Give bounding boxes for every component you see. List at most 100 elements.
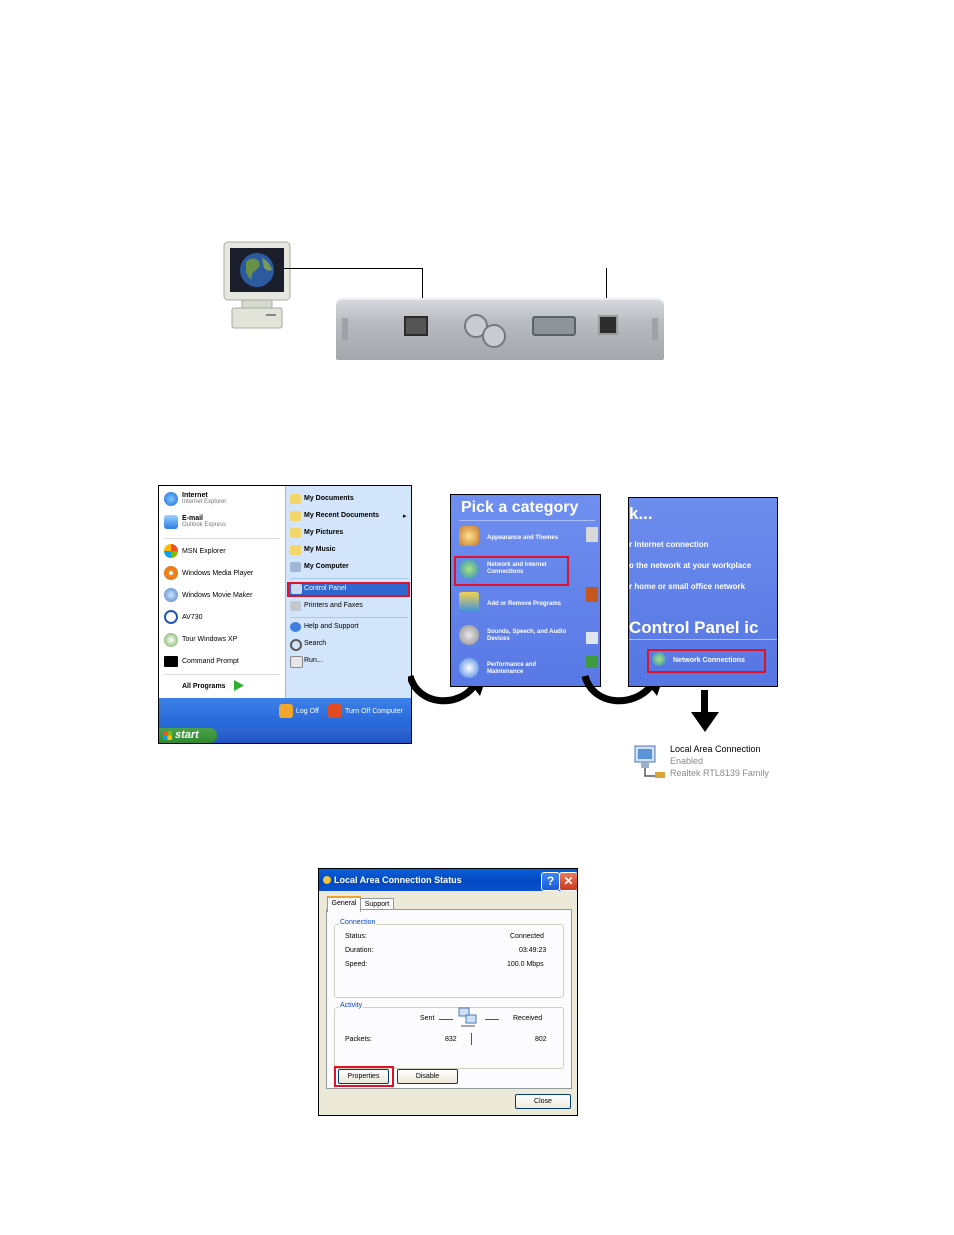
category-add-remove[interactable]: Add or Remove Programs bbox=[487, 601, 562, 607]
network-task-1[interactable]: r Internet connection bbox=[629, 540, 709, 549]
received-line bbox=[485, 1019, 499, 1020]
connection-icon bbox=[323, 876, 331, 884]
lan-adapter: Realtek RTL8139 Family bbox=[670, 768, 769, 778]
power-cable-vertical bbox=[606, 268, 607, 312]
speed-value: 100.0 Mbps bbox=[507, 961, 544, 968]
start-item-my-documents[interactable]: My Documents bbox=[304, 495, 354, 502]
start-item-run[interactable]: Run... bbox=[304, 657, 323, 664]
start-button[interactable]: start bbox=[159, 728, 217, 743]
sounds-icon bbox=[459, 625, 479, 645]
search-icon bbox=[290, 639, 302, 651]
dialog-title: Local Area Connection Status bbox=[334, 875, 462, 885]
computer-icon bbox=[223, 241, 291, 329]
start-item-recent-documents[interactable]: My Recent Documents bbox=[304, 512, 380, 519]
start-item-printers[interactable]: Printers and Faxes bbox=[304, 602, 363, 609]
category-appearance[interactable]: Appearance and Themes bbox=[487, 535, 559, 541]
help-button[interactable]: ? bbox=[541, 872, 560, 891]
all-programs-button[interactable]: All Programs bbox=[182, 683, 226, 690]
start-label: start bbox=[175, 729, 199, 741]
windows-flag-icon bbox=[163, 731, 172, 740]
local-area-connection-item[interactable]: Local Area Connection Enabled Realtek RT… bbox=[633, 738, 778, 783]
start-item-media-player[interactable]: Windows Media Player bbox=[182, 570, 254, 577]
network-connections-link[interactable]: Network Connections bbox=[673, 657, 745, 664]
performance-icon bbox=[459, 658, 479, 678]
activity-separator bbox=[471, 1033, 472, 1045]
packets-label: Packets: bbox=[345, 1036, 372, 1043]
connection-status-dialog: Local Area Connection Status ? ✕ General… bbox=[318, 868, 578, 1116]
connection-group-label: Connection bbox=[339, 919, 377, 926]
network-header: k... bbox=[629, 504, 653, 523]
start-item-search[interactable]: Search bbox=[304, 640, 327, 647]
bnc-connector-2 bbox=[482, 324, 506, 348]
sent-label: Sent bbox=[420, 1015, 435, 1022]
right-edge-icons bbox=[586, 527, 598, 677]
power-jack bbox=[598, 315, 618, 335]
log-off-icon bbox=[279, 704, 293, 718]
start-item-movie-maker[interactable]: Windows Movie Maker bbox=[182, 592, 253, 599]
taskbar: start bbox=[159, 728, 411, 743]
network-category-highlight[interactable] bbox=[454, 556, 569, 586]
start-item-my-computer[interactable]: My Computer bbox=[304, 563, 349, 570]
start-item-help[interactable]: Help and Support bbox=[304, 623, 359, 630]
network-divider bbox=[629, 639, 777, 640]
my-music-icon bbox=[290, 545, 301, 555]
network-task-2[interactable]: o the network at your workplace bbox=[629, 561, 752, 570]
av730-icon bbox=[164, 610, 178, 624]
serial-port bbox=[532, 316, 576, 336]
network-connections-highlight[interactable] bbox=[647, 649, 766, 673]
start-item-av730[interactable]: AV730 bbox=[182, 614, 203, 621]
start-item-command-prompt[interactable]: Command Prompt bbox=[182, 658, 239, 665]
log-off-button[interactable]: Log Off bbox=[296, 708, 319, 715]
turn-off-icon bbox=[328, 704, 342, 718]
outlook-express-icon bbox=[164, 515, 178, 529]
appearance-icon bbox=[459, 526, 479, 546]
general-tab-panel: Connection Status: Connected Duration: 0… bbox=[326, 909, 572, 1089]
start-item-control-panel[interactable]: Control Panel bbox=[304, 585, 347, 592]
device-rear-panel bbox=[336, 298, 664, 360]
start-item-my-music[interactable]: My Music bbox=[304, 546, 336, 553]
speed-label: Speed: bbox=[345, 961, 368, 968]
recent-documents-icon bbox=[290, 511, 301, 521]
internet-explorer-icon bbox=[164, 492, 178, 506]
category-title: Pick a category bbox=[461, 499, 579, 516]
disable-button[interactable]: Disable bbox=[397, 1069, 458, 1084]
lan-port bbox=[404, 316, 428, 336]
category-performance[interactable]: Performance and Maintenance bbox=[487, 662, 537, 675]
control-panel-categories: Pick a category Appearance and Themes Ne… bbox=[450, 494, 601, 687]
command-prompt-icon bbox=[164, 656, 178, 667]
network-globe-icon bbox=[459, 559, 479, 579]
category-sounds[interactable]: Sounds, Speech, and Audio Devices bbox=[487, 629, 567, 642]
places-divider bbox=[290, 617, 408, 618]
network-connections-icon bbox=[652, 652, 666, 666]
run-icon bbox=[290, 656, 303, 668]
start-menu-divider bbox=[164, 674, 280, 675]
received-label: Received bbox=[513, 1015, 543, 1022]
close-icon[interactable]: ✕ bbox=[559, 872, 577, 891]
start-item-tour-windows[interactable]: Tour Windows XP bbox=[182, 636, 238, 643]
activity-group-label: Activity bbox=[339, 1002, 364, 1009]
status-label: Status: bbox=[345, 933, 367, 940]
submenu-arrow-icon: ▸ bbox=[403, 513, 407, 520]
device-left-bracket bbox=[342, 318, 348, 340]
turn-off-button[interactable]: Turn Off Computer bbox=[345, 708, 403, 715]
start-item-my-pictures[interactable]: My Pictures bbox=[304, 529, 344, 536]
activity-computers-icon bbox=[458, 1007, 477, 1027]
category-network[interactable]: Network and Internet Connections bbox=[487, 562, 547, 575]
my-pictures-icon bbox=[290, 528, 301, 538]
lan-status: Enabled bbox=[670, 756, 704, 766]
duration-label: Duration: bbox=[345, 947, 374, 954]
network-task-3[interactable]: r home or small office network bbox=[629, 582, 746, 591]
close-button[interactable]: Close bbox=[515, 1094, 571, 1109]
control-panel-highlight[interactable] bbox=[287, 582, 410, 597]
down-arrow bbox=[691, 690, 719, 732]
control-panel-icon-header: Control Panel ic bbox=[629, 618, 759, 637]
properties-button[interactable]: Properties bbox=[338, 1069, 389, 1084]
dialog-title-bar[interactable]: Local Area Connection Status ? ✕ bbox=[319, 869, 577, 891]
start-item-msn-explorer[interactable]: MSN Explorer bbox=[182, 548, 226, 555]
tab-general[interactable]: General bbox=[327, 896, 361, 912]
category-divider bbox=[459, 520, 595, 521]
